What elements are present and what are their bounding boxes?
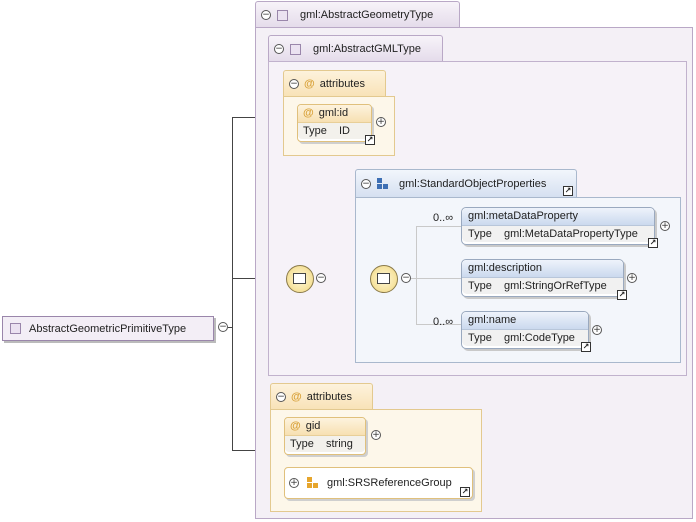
type-value: ID — [339, 125, 350, 137]
element-name: gml:name — [462, 312, 588, 330]
expand-icon[interactable]: + — [627, 273, 637, 283]
abstract-geometry-label: gml:AbstractGeometryType — [300, 9, 434, 21]
complex-type-icon — [290, 43, 301, 55]
type-value: gml:StringOrRefType — [504, 280, 607, 292]
standard-props-label: gml:StandardObjectProperties — [399, 178, 547, 190]
collapse-icon[interactable]: − — [276, 392, 286, 402]
root-element-box[interactable]: AbstractGeometricPrimitiveType — [2, 316, 214, 341]
type-link-icon[interactable]: ↗ — [460, 487, 470, 497]
attribute-icon: @ — [303, 107, 314, 119]
attribute-name: gml:id — [318, 107, 349, 119]
seq-branch-bottom — [416, 324, 461, 325]
standard-props-tab[interactable]: − gml:StandardObjectProperties — [355, 169, 577, 198]
element-name-node[interactable]: gml:name Type gml:CodeType — [461, 311, 589, 349]
attribute-icon: @ — [291, 391, 302, 403]
sequence-symbol — [377, 273, 390, 284]
expand-icon[interactable]: + — [660, 221, 670, 231]
sequence-symbol — [293, 273, 306, 284]
element-name: gml:metaDataProperty — [462, 208, 654, 226]
attribute-icon: @ — [290, 420, 301, 432]
element-description[interactable]: gml:description Type gml:StringOrRefType — [461, 259, 624, 297]
expand-icon[interactable]: + — [371, 430, 381, 440]
type-value: gml:CodeType — [504, 332, 575, 344]
expand-icon[interactable]: + — [592, 325, 602, 335]
attributes-label: attributes — [319, 78, 365, 90]
attribute-icon: @ — [304, 78, 315, 90]
attribute-gid[interactable]: @ gid Type string — [284, 417, 366, 455]
collapse-icon[interactable]: − — [274, 44, 284, 54]
type-value: string — [326, 438, 353, 450]
attribute-group-icon — [307, 477, 319, 489]
collapse-icon[interactable]: − — [261, 10, 271, 20]
attribute-gml-id[interactable]: @ gml:id Type ID — [297, 104, 372, 142]
attributes-label: attributes — [306, 391, 352, 403]
abstract-gml-tab[interactable]: − gml:AbstractGMLType — [268, 35, 443, 62]
type-label: Type — [468, 332, 492, 344]
root-collapse-button[interactable]: − — [218, 322, 228, 332]
seq-branch-mid — [411, 278, 461, 279]
element-name: gml:description — [462, 260, 623, 278]
abstract-geometry-tab[interactable]: − gml:AbstractGeometryType — [255, 1, 460, 28]
complex-type-icon — [277, 9, 288, 21]
seq-branch-top — [416, 226, 461, 227]
srs-reference-group[interactable]: + gml:SRSReferenceGroup — [284, 467, 473, 499]
type-value: gml:MetaDataPropertyType — [504, 228, 638, 240]
root-connector — [228, 327, 233, 328]
group-icon — [377, 178, 389, 190]
type-label: Type — [468, 280, 492, 292]
type-label: Type — [468, 228, 492, 240]
occurs-label: 0..∞ — [433, 212, 454, 224]
occurs-label: 0..∞ — [433, 316, 454, 328]
attributes-tab[interactable]: − @ attributes — [270, 383, 373, 410]
expand-icon[interactable]: + — [376, 117, 386, 127]
type-link-icon[interactable]: ↗ — [365, 135, 375, 145]
collapse-icon[interactable]: − — [401, 273, 411, 283]
expand-icon[interactable]: + — [289, 478, 299, 488]
complex-type-icon — [10, 323, 21, 334]
seq-branch-vertical — [416, 226, 417, 324]
collapse-icon[interactable]: − — [361, 179, 371, 189]
collapse-icon[interactable]: − — [289, 79, 299, 89]
element-metadata-property[interactable]: gml:metaDataProperty Type gml:MetaDataPro… — [461, 207, 655, 245]
abstract-gml-label: gml:AbstractGMLType — [313, 43, 421, 55]
type-link-icon[interactable]: ↗ — [563, 186, 573, 196]
type-label: Type — [290, 438, 314, 450]
root-element-label: AbstractGeometricPrimitiveType — [29, 322, 187, 335]
trunk-vertical — [232, 117, 233, 450]
attribute-name: gid — [305, 420, 321, 432]
type-link-icon[interactable]: ↗ — [617, 290, 627, 300]
collapse-icon[interactable]: − — [316, 273, 326, 283]
type-link-icon[interactable]: ↗ — [581, 342, 591, 352]
type-link-icon[interactable]: ↗ — [648, 238, 658, 248]
type-label: Type — [303, 125, 327, 137]
attributes-tab[interactable]: − @ attributes — [283, 70, 386, 97]
attribute-group-label: gml:SRSReferenceGroup — [327, 477, 452, 489]
